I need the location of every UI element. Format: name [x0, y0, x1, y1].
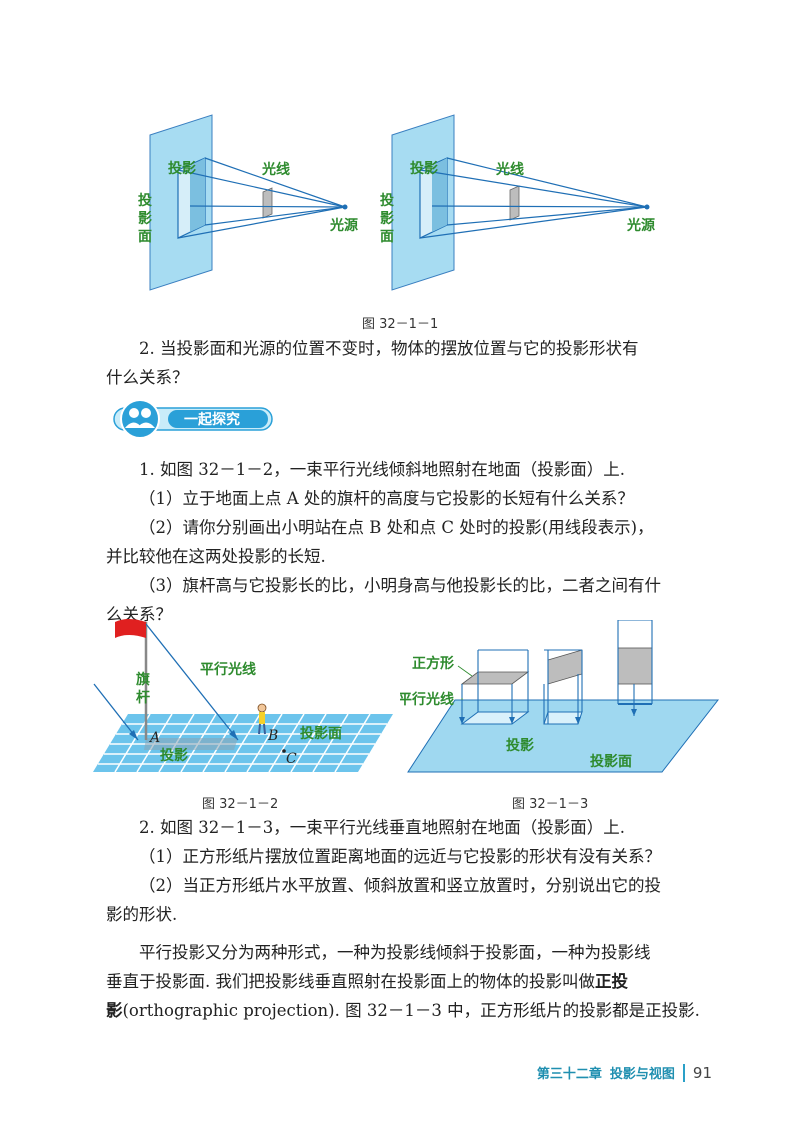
figure-32-1-2: 旗 杆 平行光线 A B C 投影 投影面: [93, 619, 393, 773]
shadow-shape-side: [432, 158, 447, 232]
label-plane-1: 投: [380, 193, 394, 209]
caption-32-1-1: 图 32－1－1: [362, 317, 439, 332]
explore-paragraphs: 1. 如图 32－1－2，一束平行光线倾斜地照射在地面（投影面）上. （1）立于…: [106, 455, 726, 629]
e2-2-line2: 影的形状.: [106, 905, 178, 924]
label-projection: 投影: [506, 738, 534, 754]
page-footer: 第三十二章 投影与视图 91: [537, 1063, 712, 1082]
summary-line3-text: (orthographic projection). 图 32－1－3 中，正方…: [122, 1001, 700, 1020]
q2-line1: 2. 当投影面和光源的位置不变时，物体的摆放位置与它的投影形状有: [139, 339, 639, 358]
label-plane-2: 影: [380, 211, 394, 227]
people-icon: [120, 399, 160, 438]
label-point-a: A: [148, 730, 160, 746]
label-pole-2: 杆: [136, 689, 150, 706]
footer-separator: [682, 1063, 685, 1082]
diagram-left: 投影 光线 光源 投 影 面: [138, 114, 358, 291]
label-light: 光线: [495, 161, 524, 178]
object-card: [509, 185, 520, 221]
footer-chapter: 第三十二章: [536, 1067, 602, 1082]
grid-lines: [98, 713, 387, 773]
square-tilted: [543, 649, 583, 725]
summary-line2-text: 垂直于投影面. 我们把投影线垂直照射在投影面上的物体的投影叫做: [106, 972, 595, 991]
label-source: 光源: [626, 217, 655, 234]
label-point-b: B: [267, 728, 278, 744]
summary-line2: 垂直于投影面. 我们把投影线垂直照射在投影面上的物体的投影叫做正投: [106, 967, 726, 996]
label-plane: 投影面: [300, 726, 342, 742]
projection-plane: [407, 699, 720, 773]
banner-title: 一起探究: [184, 411, 240, 428]
e2-1: （1）正方形纸片摆放位置距离地面的远近与它投影的形状有没有关系？: [139, 847, 661, 866]
label-projection: 投影: [160, 748, 188, 764]
light-source-dot: [644, 204, 650, 210]
label-projection: 投影: [410, 161, 438, 177]
summary-paragraph: 平行投影又分为两种形式，一种为投影线倾斜于投影面，一种为投影线 垂直于投影面. …: [106, 938, 726, 1025]
explore-together-banner: 一起探究: [113, 399, 273, 438]
e2: 2. 如图 32－1－3，一束平行光线垂直地照射在地面（投影面）上.: [139, 818, 625, 837]
light-rays: [419, 157, 648, 239]
e1: 1. 如图 32－1－2，一束平行光线倾斜地照射在地面（投影面）上.: [139, 460, 625, 479]
label-parallel-light: 平行光线: [200, 661, 256, 678]
square-horizontal: [459, 649, 530, 725]
summary-line1: 平行投影又分为两种形式，一种为投影线倾斜于投影面，一种为投影线: [139, 943, 651, 962]
diagram-right: 投影 光线 光源 投 影 面: [380, 114, 655, 291]
e1-3-line2: 么关系？: [106, 605, 172, 624]
e1-1: （1）立于地面上点 A 处的旗杆的高度与它投影的长短有什么关系？: [139, 489, 634, 508]
q2-line2: 什么关系？: [106, 368, 189, 387]
shadow-shape-side: [190, 158, 205, 232]
flag: [115, 619, 146, 638]
label-plane: 投影面: [590, 754, 632, 770]
arrow-head: [129, 730, 138, 740]
label-source: 光源: [329, 217, 358, 234]
label-pole-1: 旗: [136, 671, 150, 688]
term-orthographic-2: 影: [106, 1001, 123, 1020]
footer-section: 投影与视图: [609, 1067, 675, 1082]
e1-2-line1: （2）请你分别画出小明站在点 B 处和点 C 处时的投影(用线段表示)，: [139, 518, 654, 537]
explore-part2-paragraphs: 2. 如图 32－1－3，一束平行光线垂直地照射在地面（投影面）上. （1）正方…: [106, 813, 726, 929]
label-light: 光线: [261, 161, 290, 178]
label-projection: 投影: [168, 161, 196, 177]
light-rays: [177, 157, 346, 239]
e1-3-line1: （3）旗杆高与它投影长的比，小明身高与他投影长的比，二者之间有什: [139, 576, 661, 595]
light-source-dot: [342, 204, 348, 210]
summary-line3: 影(orthographic projection). 图 32－1－3 中，正…: [106, 996, 726, 1025]
xiaoming-figure: [257, 703, 267, 735]
label-plane-3: 面: [138, 229, 152, 245]
label-plane-2: 影: [138, 211, 152, 227]
question-2-paragraph: 2. 当投影面和光源的位置不变时，物体的摆放位置与它的投影形状有 什么关系？: [106, 334, 726, 392]
object-card: [262, 187, 273, 219]
label-point-c: C: [286, 751, 297, 767]
point-c-dot: [282, 749, 286, 753]
arrow-head: [229, 730, 238, 740]
label-square: 正方形: [412, 655, 454, 672]
term-orthographic-1: 正投: [595, 972, 628, 991]
e2-2-line1: （2）当正方形纸片水平放置、倾斜放置和竖立放置时，分别说出它的投: [139, 876, 661, 895]
pole-shadow: [144, 738, 238, 750]
page-number: 91: [692, 1063, 712, 1082]
caption-32-1-2: 图 32－1－2: [202, 797, 279, 812]
figure-32-1-3: 正方形 平行光线 投影 投影面: [400, 620, 720, 773]
label-parallel-light: 平行光线: [400, 691, 454, 708]
parallel-light-rays: [93, 623, 239, 741]
figure-32-1-1: 投影 光线 光源 投 影 面 投影 光线 光源 投 影 面: [138, 114, 655, 291]
label-plane-1: 投: [138, 193, 152, 209]
label-plane-3: 面: [380, 229, 394, 245]
square-vertical: [617, 620, 653, 716]
e1-2-line2: 并比较他在这两处投影的长短.: [106, 547, 326, 566]
caption-32-1-3: 图 32－1－3: [512, 797, 589, 812]
